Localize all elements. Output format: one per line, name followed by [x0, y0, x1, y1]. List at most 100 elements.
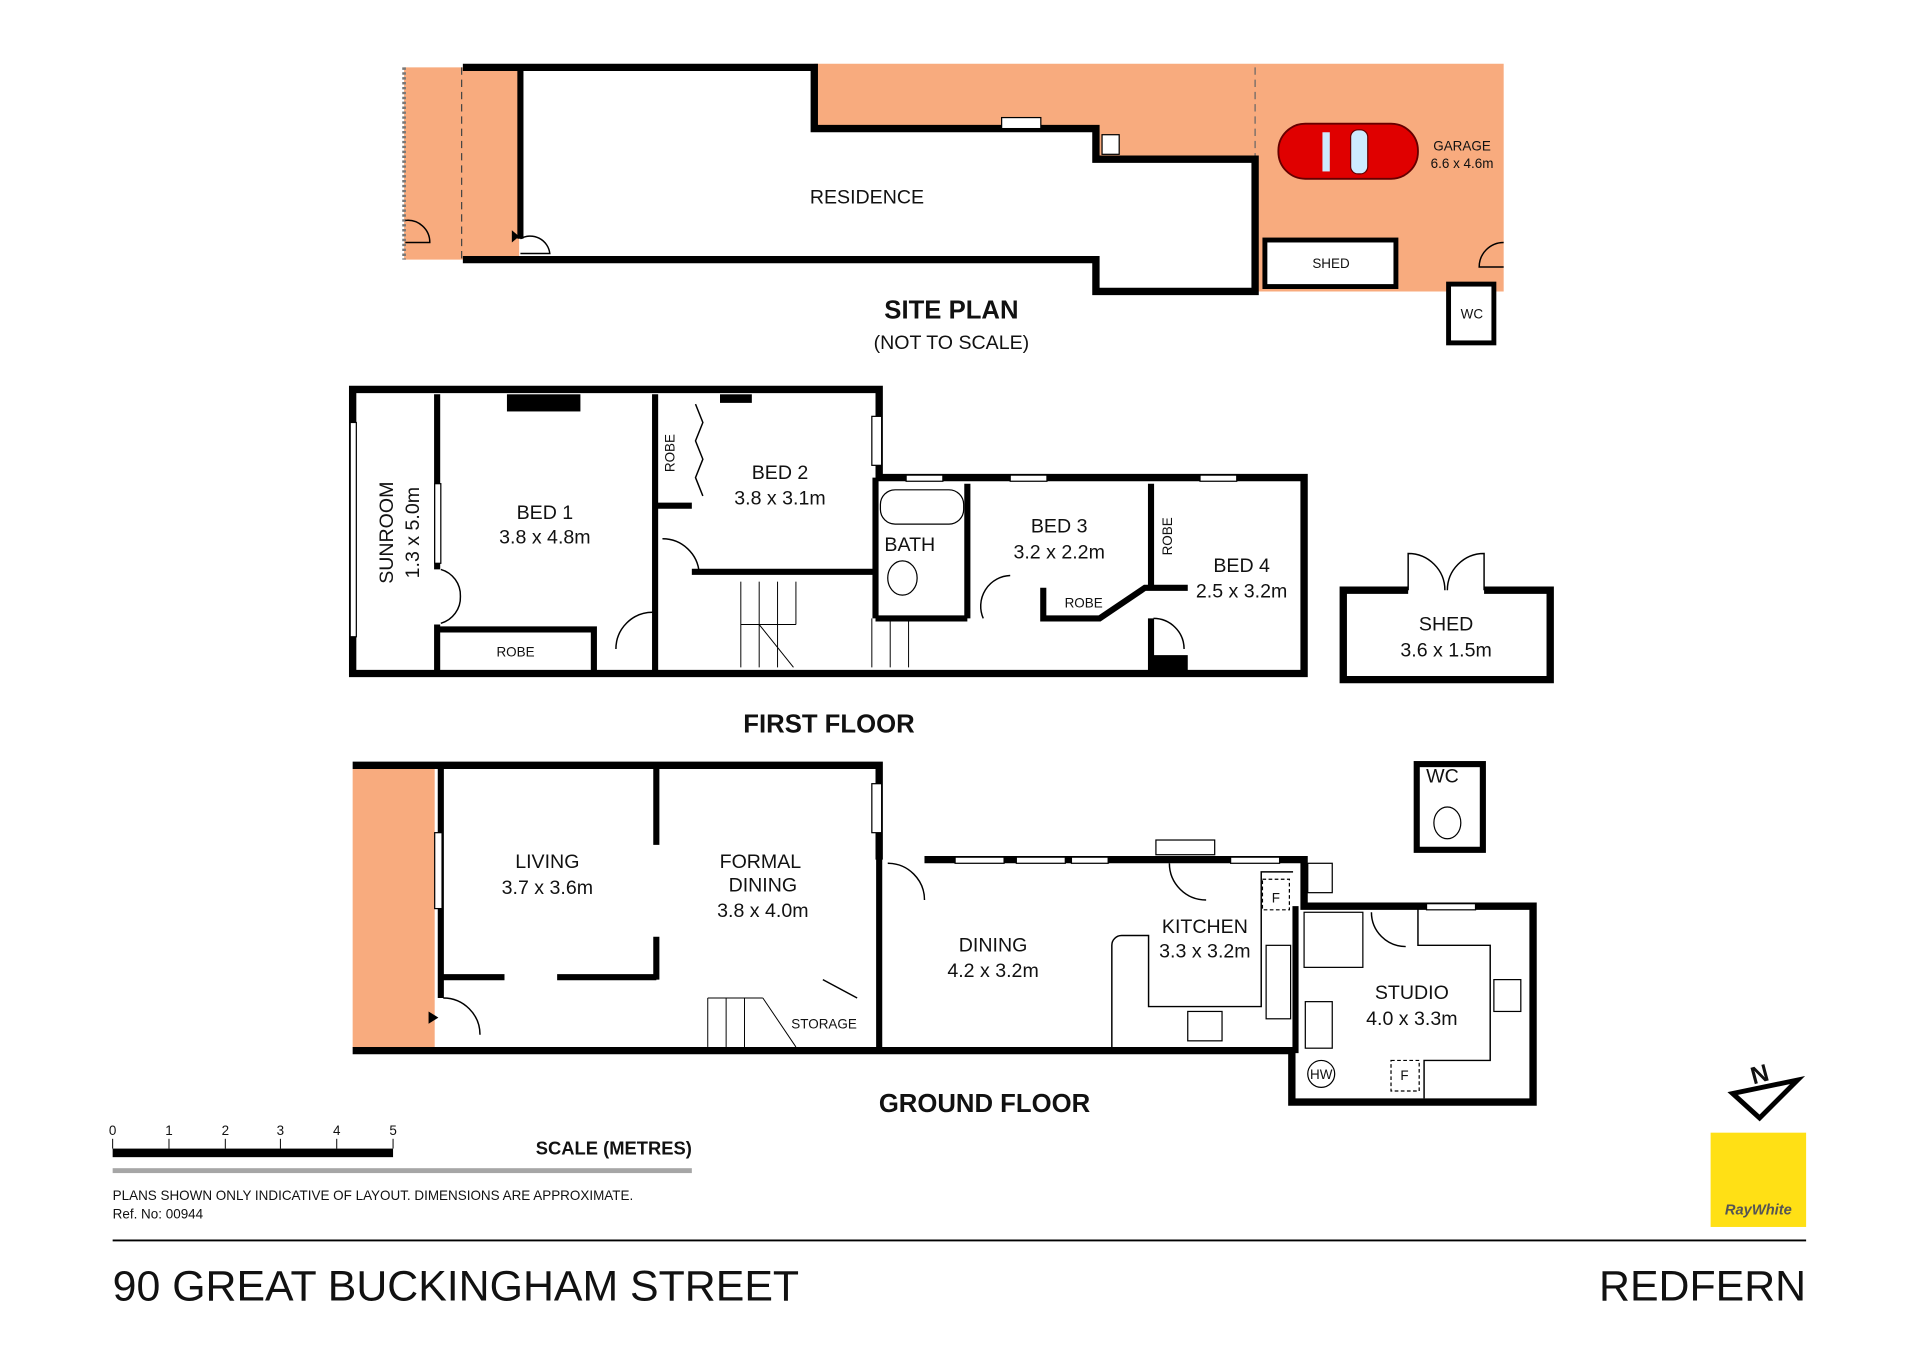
- bed3-label: BED 3: [1031, 516, 1088, 538]
- site-plan-title: SITE PLAN: [884, 296, 1018, 324]
- dining-label: DINING: [959, 934, 1028, 956]
- kitchen-counter: [1111, 871, 1491, 1099]
- scale-tick: 2: [222, 1123, 229, 1138]
- bed2-size: 3.8 x 3.1m: [734, 488, 825, 510]
- site-plan-subtitle: (NOT TO SCALE): [874, 332, 1030, 354]
- garage-label: GARAGE: [1433, 139, 1491, 154]
- rear-yard-garage-area: [814, 63, 1504, 292]
- sink-icon: [1307, 862, 1333, 894]
- ground-floor-title: GROUND FLOOR: [879, 1090, 1091, 1118]
- disclaimer: PLANS SHOWN ONLY INDICATIVE OF LAYOUT. D…: [113, 1188, 634, 1203]
- wall: [352, 855, 1537, 1106]
- toilet-icon: [1433, 806, 1462, 840]
- shower-icon: [1303, 911, 1364, 968]
- gate-icon: [1001, 116, 1042, 130]
- raywhite-logo: RayWhite: [1710, 1132, 1807, 1227]
- site-wc-label: WC: [1461, 306, 1484, 321]
- entry-arrow-icon: [428, 1011, 439, 1024]
- property-address: 90 GREAT BUCKINGHAM STREET: [113, 1262, 799, 1310]
- formal-dining-label: DINING: [729, 874, 798, 896]
- storage-label: STORAGE: [791, 1017, 857, 1032]
- hot-water-icon: [1307, 1059, 1336, 1088]
- property-suburb: REDFERN: [1599, 1262, 1806, 1310]
- scale-tick: 0: [109, 1123, 116, 1138]
- sink-icon: [1265, 944, 1292, 1020]
- robe-label: ROBE: [1065, 595, 1103, 610]
- robe-label: ROBE: [663, 434, 678, 472]
- laundry-tub-icon: [1304, 1001, 1333, 1049]
- ground-floor-plan: F F HW WC LIVING 3.7 x 3.6m FORMAL DININ…: [352, 761, 1537, 1118]
- cooktop-icon: [1187, 1010, 1223, 1042]
- shed: SHED 3.6 x 1.5m: [1339, 552, 1554, 684]
- wc-label: WC: [1426, 765, 1459, 787]
- formal-dining-size: 3.8 x 4.0m: [717, 900, 808, 922]
- kitchen-label: KITCHEN: [1162, 916, 1248, 938]
- garage-size: 6.6 x 4.6m: [1431, 156, 1494, 171]
- hw-label: HW: [1310, 1067, 1333, 1082]
- living-label: LIVING: [515, 851, 579, 873]
- robe-wall: [1040, 584, 1188, 622]
- bed4-size: 2.5 x 3.2m: [1196, 581, 1287, 603]
- bath-label: BATH: [884, 534, 935, 556]
- fridge-icon: [1261, 878, 1290, 911]
- sunroom-size: 1.3 x 5.0m: [402, 487, 424, 578]
- residence-label: RESIDENCE: [810, 186, 924, 208]
- scale-label: SCALE (METRES): [536, 1138, 692, 1159]
- fridge-label: F: [1272, 890, 1280, 905]
- site-wc: [1446, 281, 1497, 346]
- dining-size: 4.2 x 3.2m: [947, 960, 1038, 982]
- formal-dining-label: FORMAL: [720, 851, 802, 873]
- site-shed: [1262, 237, 1399, 289]
- stairs-icon: [707, 997, 797, 1048]
- bed1-label: BED 1: [517, 502, 574, 524]
- windows: [434, 783, 1477, 911]
- front-courtyard: [352, 769, 435, 1049]
- shed-size: 3.6 x 1.5m: [1400, 639, 1491, 661]
- scale-tick: 5: [389, 1123, 396, 1138]
- wc-outbuilding: WC: [1413, 761, 1486, 853]
- bathtub-icon: [879, 489, 965, 525]
- car-icon: [1277, 122, 1419, 180]
- first-floor-plan: BED 1 3.8 x 4.8m BED 2 3.8 x 3.1m BED 3 …: [348, 385, 1554, 738]
- door-swings: [440, 403, 1185, 650]
- door-icon: [1478, 241, 1504, 268]
- fridge-icon: [1390, 1059, 1420, 1092]
- logo-text: RayWhite: [1725, 1203, 1792, 1219]
- scale-tick: 4: [333, 1123, 341, 1138]
- fireplace: [720, 394, 752, 403]
- north-arrow-icon: N: [1727, 1060, 1806, 1122]
- site-plan: RESIDENCE GARAGE 6.6 x 4.6m SHED WC SITE…: [402, 63, 1504, 354]
- entry-arrow-icon: [511, 230, 520, 243]
- bed1-size: 3.8 x 4.8m: [499, 527, 590, 549]
- fireplace: [506, 394, 581, 412]
- robe-label: ROBE: [496, 644, 534, 659]
- studio-size: 4.0 x 3.3m: [1366, 1008, 1457, 1030]
- kitchen-size: 3.3 x 3.2m: [1159, 941, 1250, 963]
- studio-label: STUDIO: [1375, 982, 1449, 1004]
- sink-icon: [1101, 134, 1120, 155]
- site-shed-label: SHED: [1312, 256, 1350, 271]
- toilet-icon: [887, 560, 918, 596]
- first-floor-outer-wall: [348, 385, 1308, 678]
- first-floor-title: FIRST FLOOR: [743, 710, 915, 738]
- sunroom-label: SUNROOM: [376, 482, 398, 584]
- residence-wall: [462, 63, 1259, 296]
- bed2-label: BED 2: [752, 462, 809, 484]
- cooktop-icon: [1493, 979, 1522, 1013]
- door-icon: [405, 219, 431, 244]
- shed-label: SHED: [1419, 614, 1473, 636]
- bed3-size: 3.2 x 2.2m: [1013, 541, 1104, 563]
- scale-tick: 3: [277, 1123, 284, 1138]
- door-swings: [443, 862, 1406, 1035]
- robe-label: ROBE: [1160, 517, 1175, 555]
- north-letter: N: [1748, 1060, 1772, 1091]
- stairs-icon: [740, 581, 910, 668]
- column: [1151, 655, 1188, 673]
- scale-underline: [112, 1168, 692, 1174]
- robe-wall: [437, 626, 597, 672]
- windows: [349, 415, 1238, 638]
- door-icon: [520, 235, 551, 255]
- scale-bar: 0 1 2 3 4 5 SCALE (METRES): [109, 1123, 692, 1174]
- ref-number: Ref. No: 00944: [113, 1206, 204, 1221]
